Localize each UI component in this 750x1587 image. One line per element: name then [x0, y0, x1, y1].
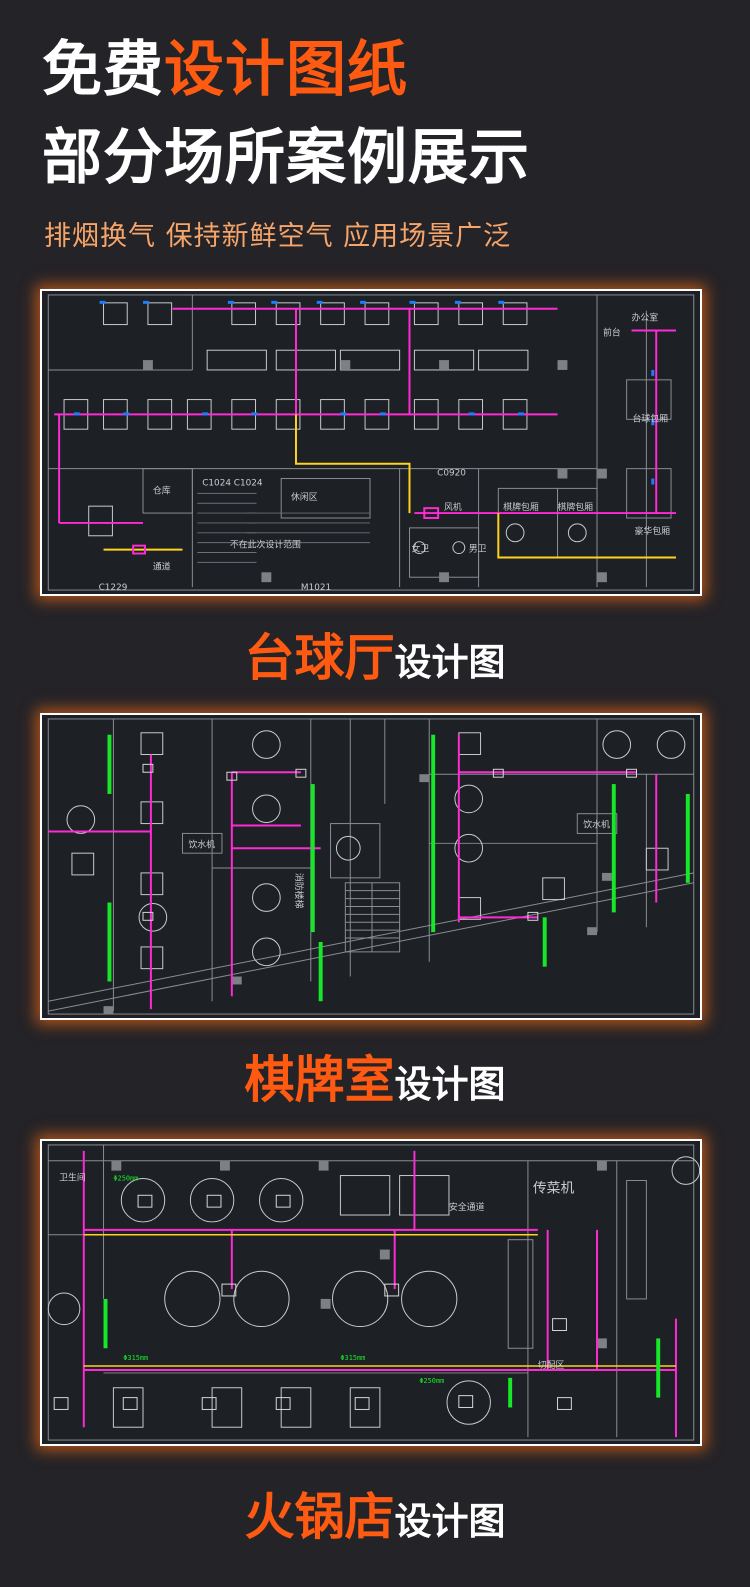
label-storage: 仓库	[153, 484, 171, 496]
caption-billiards: 台球厅设计图	[0, 618, 750, 690]
caption-venue-billiards: 台球厅	[244, 629, 395, 687]
hero-title-plain: 免费	[42, 35, 164, 105]
caption-chess-room: 棋牌室设计图	[0, 1040, 750, 1112]
label-duct-3: Φ250mm	[419, 1377, 444, 1385]
label-pass-window: 传菜机	[533, 1180, 575, 1196]
label-duct-4: Φ315mm	[340, 1354, 365, 1362]
label-female-wc: 女卫	[411, 543, 429, 555]
label-water-room: 饮水机	[188, 838, 215, 850]
floorplan-billiards: 办公室 前台 仓库 休闲区 棋牌包厢 棋牌包厢 台球包厢 豪华包厢 女卫 男卫 …	[40, 289, 702, 596]
label-code-b: C1024	[202, 478, 231, 488]
hero-tagline: 排烟换气 保持新鲜空气 应用场景广泛	[44, 221, 512, 252]
label-vip-2: 棋牌包厢	[558, 501, 594, 513]
label-vip-3: 台球包厢	[633, 412, 669, 424]
label-exhaust-fan: 风机	[444, 501, 462, 513]
caption-suffix-billiards: 设计图	[394, 641, 506, 684]
label-duct-2: Φ315mm	[123, 1354, 148, 1362]
hero-title-accent: 设计图纸	[164, 35, 408, 105]
label-stair: 消防楼梯	[293, 873, 305, 909]
caption-suffix-chess-room: 设计图	[394, 1063, 506, 1106]
hero-title: 免费设计图纸	[42, 30, 408, 110]
label-washroom: 卫生间	[59, 1171, 86, 1183]
label-lounge: 休闲区	[291, 491, 318, 503]
label-safety: 安全通道	[449, 1201, 485, 1213]
label-code-a: C0920	[437, 469, 466, 479]
label-vip-4: 豪华包厢	[635, 525, 671, 537]
label-code-d: C1229	[99, 583, 128, 593]
caption-venue-chess-room: 棋牌室	[244, 1051, 395, 1109]
label-male-wc: 男卫	[469, 544, 487, 555]
cad-floor-plan-icon: 传菜机 卫生间 切配区 安全通道 Φ250mm Φ315mm Φ250mm Φ3…	[47, 1144, 700, 1441]
label-duct-1: Φ250mm	[113, 1174, 138, 1182]
label-code-c: C1024	[234, 478, 263, 488]
label-vip-1: 棋牌包厢	[503, 501, 539, 513]
caption-suffix-hotpot: 设计图	[394, 1500, 506, 1543]
label-water-room-2: 饮水机	[583, 819, 610, 831]
floorplan-chess-room: 饮水机 饮水机 消防楼梯	[40, 713, 702, 1020]
caption-hotpot: 火锅店设计图	[0, 1477, 750, 1549]
cad-floor-plan-icon: 饮水机 饮水机 消防楼梯	[47, 718, 695, 1015]
floorplan-hotpot: 传菜机 卫生间 切配区 安全通道 Φ250mm Φ315mm Φ250mm Φ3…	[40, 1139, 702, 1446]
label-front-desk: 前台	[603, 326, 621, 338]
label-cutting: 切配区	[538, 1360, 565, 1371]
label-office: 办公室	[632, 312, 659, 324]
label-no-smoke: 不在此次设计范围	[230, 539, 301, 551]
label-corridor: 通道	[153, 560, 171, 572]
cad-floor-plan-icon: 办公室 前台 仓库 休闲区 棋牌包厢 棋牌包厢 台球包厢 豪华包厢 女卫 男卫 …	[47, 294, 695, 593]
hero-subtitle-main: 部分场所案例展示	[42, 123, 530, 193]
caption-venue-hotpot: 火锅店	[244, 1488, 395, 1546]
label-code-e: M1021	[301, 583, 331, 593]
